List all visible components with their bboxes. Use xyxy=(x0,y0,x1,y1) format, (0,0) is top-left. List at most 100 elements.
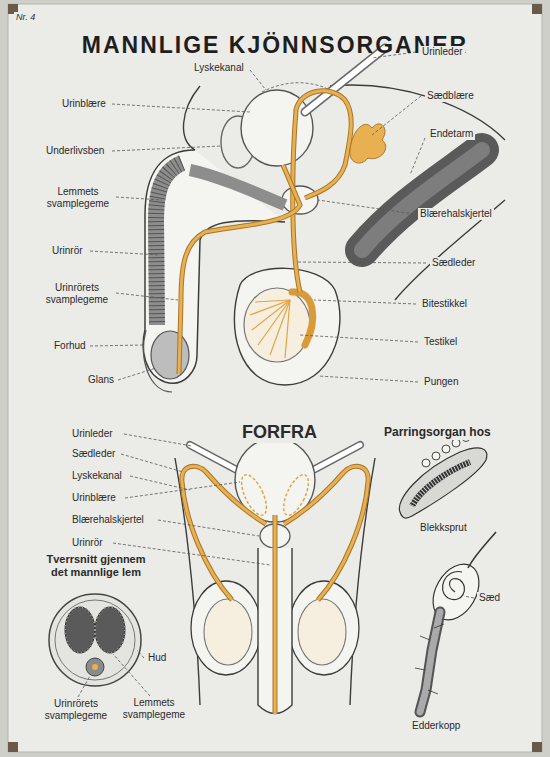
drawing-ellipse xyxy=(279,471,314,518)
part-label: Forhud xyxy=(52,340,88,352)
part-label: Hud xyxy=(146,652,168,664)
drawing-line xyxy=(112,146,221,151)
drawing-ellipse xyxy=(298,599,346,665)
drawing-line xyxy=(434,624,444,628)
drawing-path xyxy=(399,448,487,518)
part-label: Testikel xyxy=(422,336,459,348)
part-label: Underlivsben xyxy=(44,145,106,157)
part-label: Urinrörets svamplegeme xyxy=(38,282,116,305)
drawing-path xyxy=(179,165,300,374)
drawing-circle xyxy=(86,658,104,676)
drawing-g xyxy=(415,624,444,694)
part-label: Pungen xyxy=(422,376,460,388)
part-label: Lemmets svamplegeme xyxy=(40,186,116,209)
drawing-circle xyxy=(55,600,135,680)
drawing-ellipse xyxy=(237,471,272,518)
part-label: Lyskekanal xyxy=(70,470,124,482)
drawing-ellipse xyxy=(244,288,310,362)
part-label: Urinrör xyxy=(50,245,85,257)
drawing-line xyxy=(372,96,421,135)
drawing-path xyxy=(156,163,182,325)
drawing-ellipse xyxy=(204,599,252,665)
drawing-line xyxy=(130,476,190,490)
part-label: Urinrörets svamplegeme xyxy=(38,698,114,721)
drawing-circle xyxy=(432,452,440,460)
drawing-line xyxy=(415,668,425,670)
drawing-line xyxy=(410,138,425,175)
drawing-circle xyxy=(452,439,460,447)
part-label: Sæd xyxy=(477,592,502,604)
drawing-line xyxy=(125,482,240,498)
drawing-g xyxy=(113,434,270,565)
drawing-line xyxy=(116,197,162,200)
drawing-line xyxy=(318,376,418,382)
drawing-circle xyxy=(422,459,430,467)
part-label: Urinblære xyxy=(60,98,108,110)
drawing-rect xyxy=(8,742,18,752)
drawing-g xyxy=(250,300,290,358)
drawing-ellipse xyxy=(65,607,95,653)
part-label: Blærehalskjertel xyxy=(70,514,146,526)
part-label: Sædleder xyxy=(430,257,477,269)
drawing-line xyxy=(113,654,150,696)
drawing-path xyxy=(293,91,351,292)
drawing-ellipse xyxy=(151,331,189,379)
part-label: Lyskekanal xyxy=(192,62,246,74)
drawing-line xyxy=(274,515,277,714)
part-label: Edderkopp xyxy=(410,720,462,732)
drawing-path xyxy=(468,532,496,568)
drawing-line xyxy=(90,251,160,255)
drawing-path xyxy=(184,86,200,150)
plate-number: Nr. 4 xyxy=(14,12,37,22)
drawing-rect xyxy=(532,742,542,752)
part-label: Urinblære xyxy=(70,492,118,504)
drawing-line xyxy=(273,515,278,714)
drawing-line xyxy=(112,104,250,112)
drawing-path xyxy=(443,572,465,600)
section-heading: Tverrsnitt gjennem det mannlige lem xyxy=(36,553,156,578)
drawing-circle xyxy=(49,594,141,686)
drawing-line xyxy=(250,70,266,90)
part-label: Blærehalskjertel xyxy=(418,208,494,220)
part-label: Blekksprut xyxy=(418,522,469,534)
drawing-path xyxy=(350,124,386,163)
part-label: Glans xyxy=(86,374,116,386)
drawing-line xyxy=(314,300,416,304)
part-label: Sædblære xyxy=(425,90,476,102)
drawing-path xyxy=(144,330,172,392)
drawing-line xyxy=(90,345,143,346)
part-label: Lemmets svamplegeme xyxy=(116,697,192,720)
drawing-line xyxy=(297,262,426,263)
drawing-line xyxy=(118,368,156,380)
drawing-path xyxy=(182,466,266,600)
drawing-path xyxy=(292,292,313,345)
drawing-path xyxy=(293,91,351,292)
drawing-line xyxy=(137,650,144,658)
part-label: Endetarm xyxy=(428,128,475,140)
drawing-g xyxy=(90,52,426,382)
drawing-line xyxy=(255,300,290,302)
drawing-path xyxy=(234,268,340,385)
drawing-line xyxy=(420,636,430,640)
drawing-line xyxy=(116,293,178,300)
drawing-line xyxy=(78,676,90,697)
drawing-path xyxy=(362,150,482,250)
section-heading: Parringsorgan hos xyxy=(382,426,493,440)
part-label: Urinleder xyxy=(420,46,465,58)
drawing-path xyxy=(284,466,368,600)
part-label: Bitestikkel xyxy=(420,298,469,310)
drawing-rect xyxy=(8,4,542,752)
drawing-path xyxy=(284,466,368,600)
drawing-ellipse xyxy=(65,607,95,653)
drawing-path xyxy=(412,462,470,506)
drawing-path xyxy=(412,462,470,506)
drawing-path xyxy=(179,165,300,374)
drawing-line xyxy=(270,300,290,355)
drawing-path xyxy=(175,458,200,705)
part-label: Urinleder xyxy=(70,428,115,440)
drawing-line xyxy=(258,300,290,345)
drawing-ellipse xyxy=(95,607,125,653)
drawing-circle xyxy=(442,445,450,453)
